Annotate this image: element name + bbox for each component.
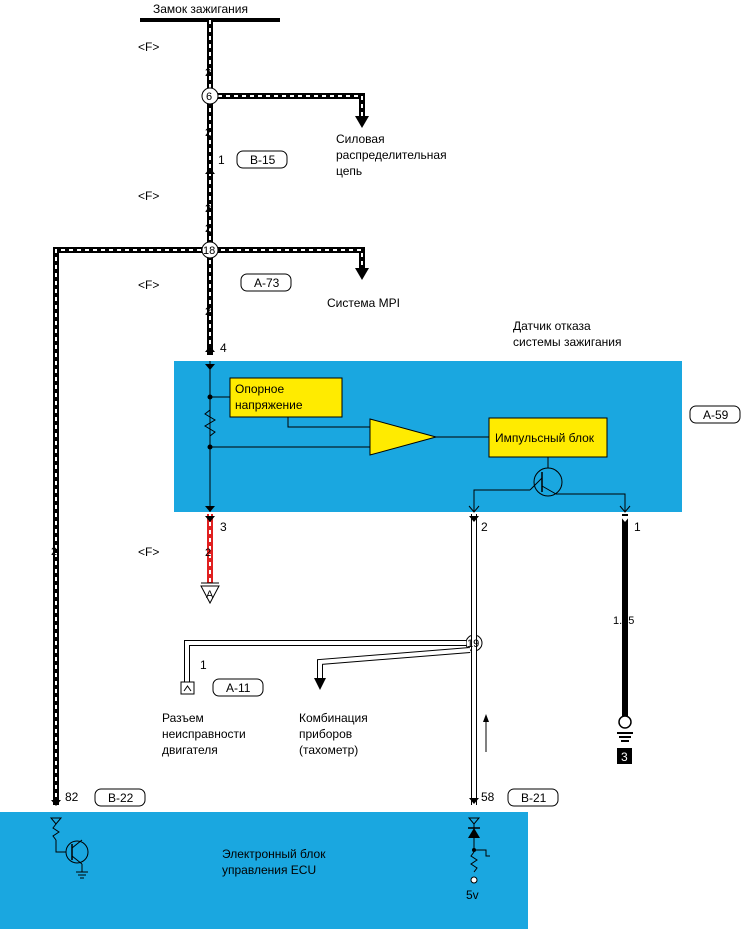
wire-size-ground: 1.25 [613,615,634,627]
connector-a11: A-11 [226,681,251,695]
ecu-input-circuit [467,817,490,884]
amplifier-symbol [369,418,438,456]
connector-f-3: <F> [138,278,159,292]
ground-number: 3 [621,750,628,764]
wire-size-1: 2 [205,67,211,79]
pin-1: 1 [634,520,641,534]
pin-58: 58 [481,790,495,804]
sensor-transistor [473,467,626,512]
diag-label-2: неисправности [162,727,246,741]
ground-ref-a: A [206,589,214,601]
connector-f-2: <F> [138,189,159,203]
pin-2: 2 [481,520,488,534]
sensor-label-1: Датчик отказа [513,319,591,333]
power-dist-label-2: распределительная [336,148,447,162]
pulse-block-label: Импульсный блок [495,431,595,445]
wire-size-3: 2 [205,203,211,215]
wire-size-6: 2 [205,547,211,559]
diag-label-3: двигателя [162,743,218,757]
connector-b21: B-21 [521,791,547,805]
connector-a73: A-73 [254,276,280,290]
wire-size-5: 2 [205,306,211,318]
mpi-label: Система MPI [327,296,400,310]
splice-6-label: 6 [206,91,212,103]
pin-1-a11: 1 [200,658,207,672]
ref-voltage-label-2: напряжение [235,398,303,412]
wire-size-4: 2 [205,223,211,235]
power-dist-label-1: Силовая [336,132,385,146]
ecu-module-box [0,812,528,929]
ecu-label-1: Электронный блок [222,847,326,861]
instrument-label-1: Комбинация [299,711,368,725]
pin-3: 3 [220,520,227,534]
instrument-branch-wire [314,647,471,690]
pin-4: 4 [220,341,227,355]
reference-voltage-box [229,377,343,418]
power-dist-label-3: цепь [336,164,362,178]
ground-ref-a-symbol [200,585,220,605]
ground-terminal [618,715,632,729]
ref-voltage-label-1: Опорное [235,382,284,396]
splice-19-label: 19 [467,638,479,650]
instrument-label-2: приборов [299,727,352,741]
ground-number-box [617,748,632,764]
connector-a59: A-59 [703,408,729,422]
splice-18-label: 18 [203,245,215,257]
power-branch-wire [210,93,369,128]
wire-size-2: 2 [205,127,211,139]
ecu-transistor [49,817,89,879]
connector-b15: B-15 [250,153,276,167]
pin-1-b15: 1 [218,153,225,167]
diag-branch-wire [184,640,466,682]
pin-82: 82 [65,790,79,804]
five-v-label: 5v [466,888,479,902]
ecu-label-2: управления ECU [222,863,316,877]
splice-18 [201,241,219,259]
sensor-label-2: системы зажигания [513,335,621,349]
connector-f-1: <F> [138,40,159,54]
instrument-label-3: (тахометр) [299,743,358,757]
ignition-switch-label: Замок зажигания [153,2,248,16]
diag-connector-symbol [180,681,195,695]
splice-6 [201,87,219,105]
connector-b22: B-22 [108,791,134,805]
connector-f-4: <F> [138,545,159,559]
pulse-block-box [488,417,608,458]
diag-label-1: Разъем [162,711,204,725]
wire-size-7: 2 [51,546,57,558]
